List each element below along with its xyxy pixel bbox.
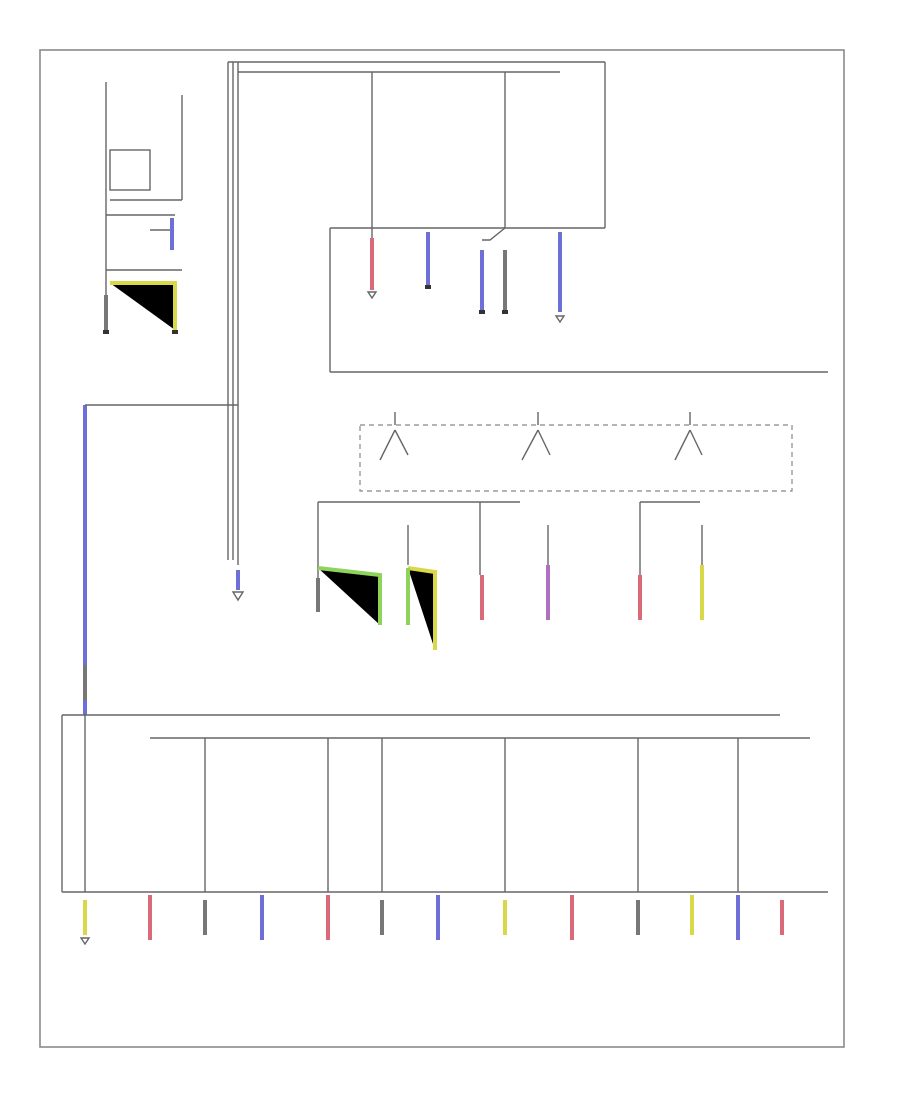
middle-switch-section [83, 404, 793, 715]
battery-section [103, 82, 183, 334]
main-bus [227, 61, 605, 602]
top-fuse-box [329, 62, 828, 373]
bottom-fuse-bank [61, 714, 828, 946]
diagram-frame [39, 49, 845, 1048]
